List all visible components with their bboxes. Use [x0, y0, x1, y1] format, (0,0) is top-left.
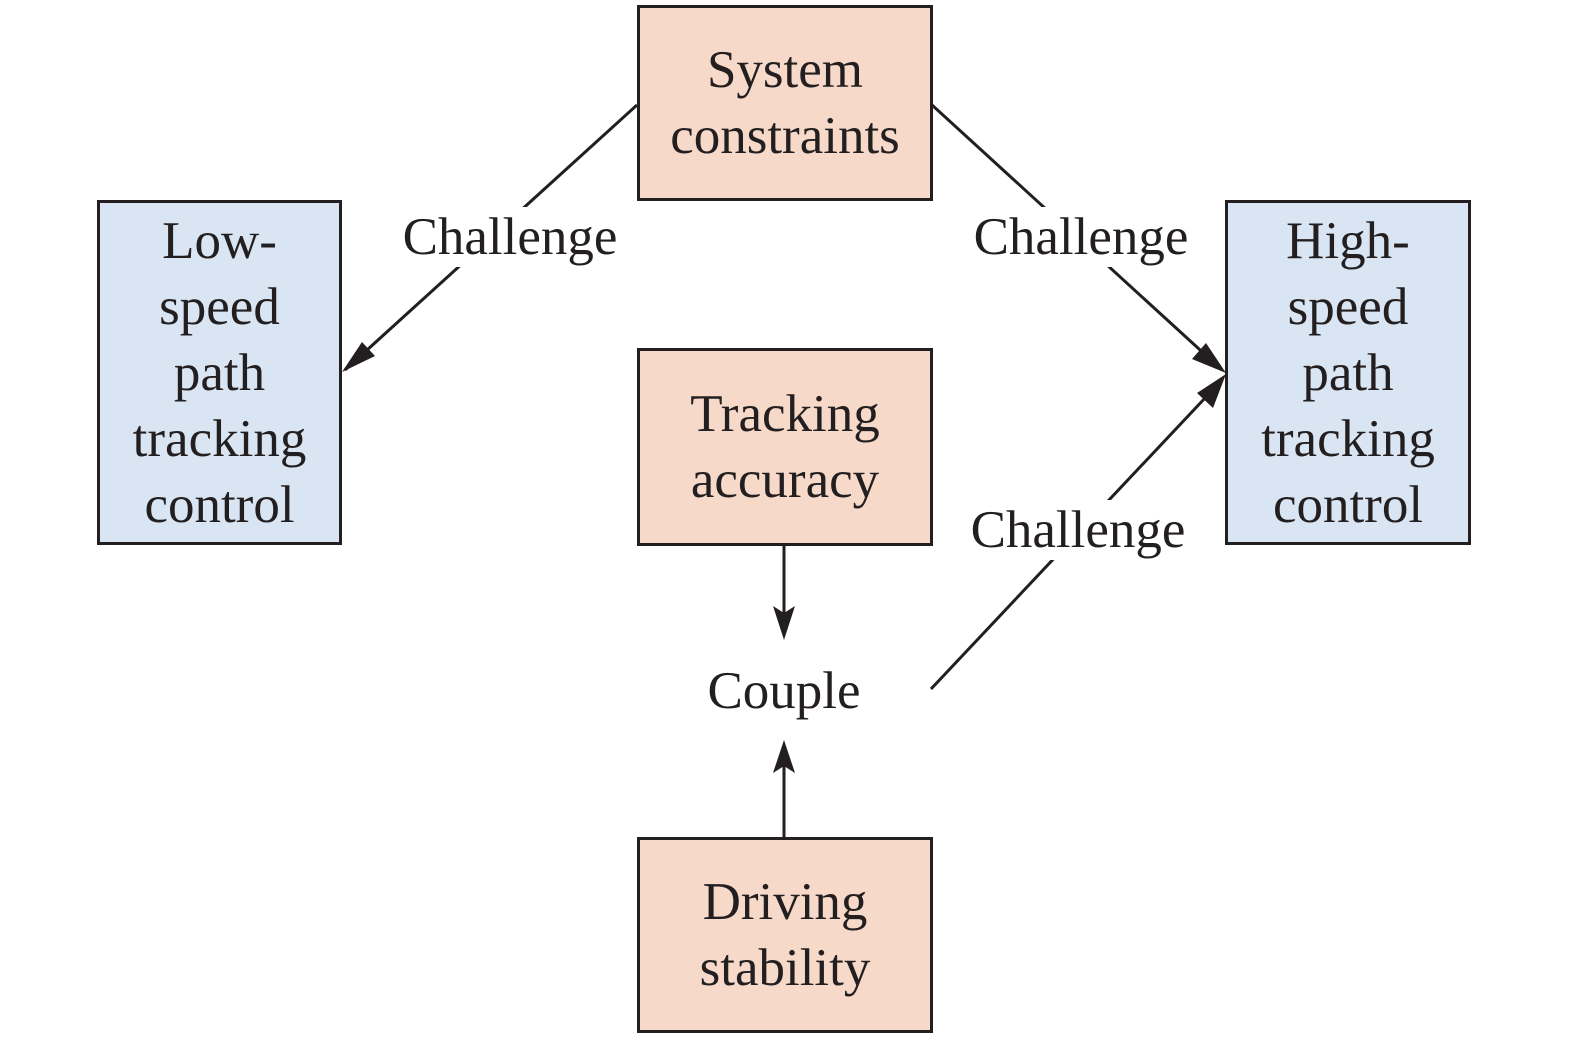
node-high-speed-control: High- speed path tracking control [1225, 200, 1471, 545]
node-tracking-accuracy-label: Tracking accuracy [690, 385, 880, 509]
arrowhead-couple-bottom [773, 740, 795, 773]
node-system-constraints-label: System constraints [670, 41, 900, 165]
edge-label-challenge-right-top: Challenge [969, 207, 1193, 267]
node-driving-stability: Driving stability [637, 837, 933, 1033]
arrowhead-low-speed [342, 342, 375, 372]
node-high-speed-control-label: High- speed path tracking control [1261, 211, 1435, 534]
node-low-speed-control: Low- speed path tracking control [97, 200, 342, 545]
edge-label-challenge-right-bottom: Challenge [966, 500, 1190, 560]
node-low-speed-control-label: Low- speed path tracking control [132, 211, 307, 534]
arrowhead-couple-top [773, 606, 795, 640]
node-tracking-accuracy: Tracking accuracy [637, 348, 933, 546]
arrowhead-high-speed-bottom [1197, 374, 1226, 408]
node-couple-label: Couple [707, 662, 861, 720]
node-driving-stability-label: Driving stability [699, 873, 871, 997]
arrowhead-high-speed-top [1192, 343, 1226, 373]
node-system-constraints: System constraints [637, 5, 933, 201]
edge-label-challenge-left: Challenge [398, 207, 622, 267]
